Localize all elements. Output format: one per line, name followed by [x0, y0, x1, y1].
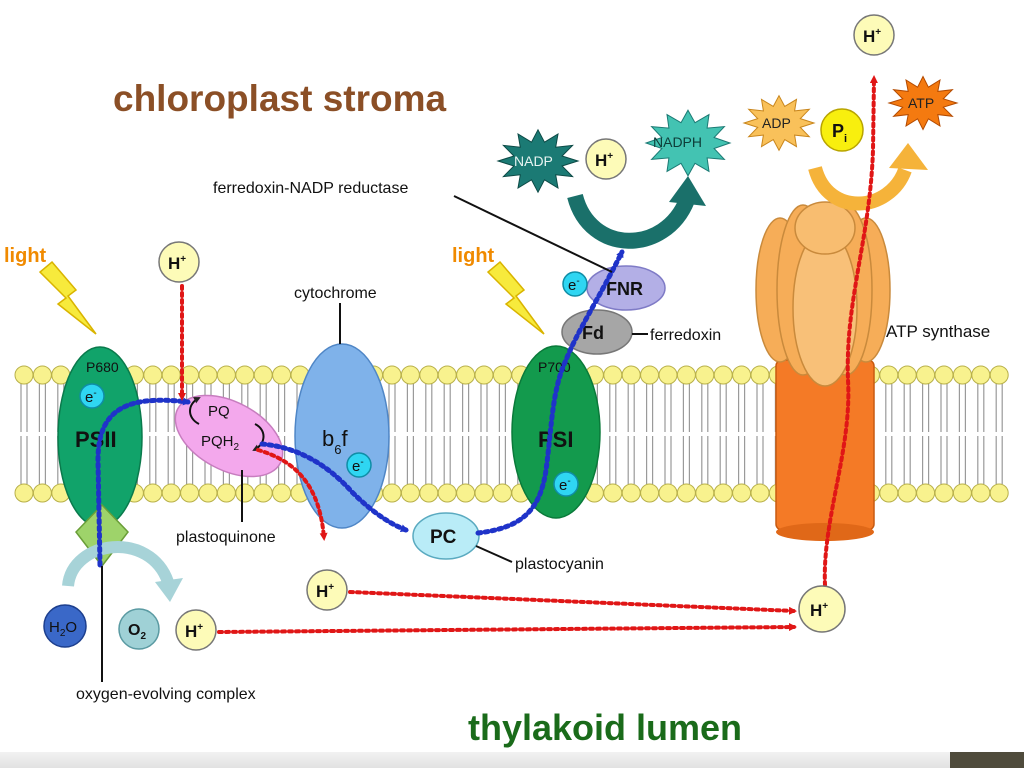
atp-synthase — [755, 201, 891, 541]
svg-text:H2O: H2O — [49, 619, 77, 639]
fnr-label: FNR — [606, 279, 643, 299]
svg-text:e-: e- — [559, 476, 571, 494]
svg-text:e-: e- — [568, 276, 580, 294]
svg-text:e-: e- — [85, 388, 97, 406]
proton-path-b6f-to-synthase — [348, 590, 797, 615]
electron-path-pc-to-fnr — [475, 249, 625, 536]
plastoquinone-pool — [174, 394, 284, 478]
proton-marker: H+ — [306, 569, 348, 611]
plastocyanin-label: plastocyanin — [515, 556, 604, 573]
atp-star-icon: ATP — [887, 75, 959, 131]
fd-label: Fd — [582, 323, 604, 343]
light-label-left: light — [4, 245, 47, 267]
electron-marker: e- — [346, 452, 372, 478]
plastocyanin — [412, 512, 480, 560]
water-molecule: H2O — [43, 604, 87, 648]
ferredoxin — [561, 309, 633, 355]
pqh2-cycle-arrow-icon — [252, 423, 265, 451]
slide-footer-corner — [950, 752, 1024, 768]
oxygen-molecule: O2 — [118, 608, 160, 650]
atp-synthase-base — [776, 523, 874, 541]
svg-text:H+: H+ — [810, 601, 828, 620]
electron-path-pq-to-pc — [259, 441, 409, 533]
atp-formation-arrow — [808, 165, 912, 211]
fnr-leader-line — [453, 195, 613, 273]
proton-marker: H+ — [798, 585, 846, 633]
slide-footer-bar — [0, 752, 950, 768]
nadph-label: NADPH — [653, 134, 702, 150]
lightning-bolt-icon-left — [38, 260, 97, 335]
fnr-full-label: ferredoxin-NADP reductase — [213, 180, 408, 197]
electron-marker: e- — [562, 271, 588, 297]
pqh2-label: PQH2 — [201, 433, 240, 453]
svg-text:O2: O2 — [128, 622, 146, 642]
proton-marker: H+ — [175, 609, 217, 651]
proton-path-oec-to-synthase — [217, 623, 797, 634]
proton-marker: H+ — [585, 138, 627, 180]
leader-lines — [101, 195, 648, 682]
water-splitting-arrow-head — [155, 578, 183, 602]
electron-path-psii-to-pq — [95, 397, 191, 568]
adp-label: ADP — [762, 115, 791, 131]
pq-label: PQ — [208, 403, 230, 420]
phosphate-marker: Pi — [820, 108, 864, 152]
plastocyanin-leader-line — [475, 545, 513, 563]
proton-path-through-synthase — [822, 75, 878, 587]
pc-label: PC — [430, 527, 457, 548]
cytochrome-b6f — [294, 343, 390, 529]
lightning-bolt-icon-right — [486, 260, 545, 335]
svg-text:H+: H+ — [316, 582, 334, 601]
svg-text:H+: H+ — [595, 151, 613, 170]
b6f-label: b6f — [322, 426, 348, 457]
electron-marker: e- — [79, 383, 105, 409]
plastoquinone-label: plastoquinone — [176, 529, 276, 546]
proton-paths — [178, 75, 878, 634]
water-splitting-arrow — [62, 541, 174, 588]
svg-text:Pi: Pi — [832, 121, 847, 145]
ferredoxin-label: ferredoxin — [650, 327, 721, 344]
psi-label: PSI — [538, 427, 573, 452]
psii-label: PSII — [75, 427, 117, 452]
light-label-right: light — [452, 245, 495, 267]
svg-text:H+: H+ — [863, 27, 881, 46]
proton-path-pq-to-lumen — [256, 448, 328, 541]
atp-formation-arrow-head — [889, 143, 928, 170]
atp-synthase-cap — [794, 201, 856, 255]
stroma-label: chloroplast stroma — [113, 78, 446, 119]
atp-synthase-label: ATP synthase — [886, 322, 990, 341]
nadp-reduction-arrow-head — [669, 176, 706, 206]
pq-cycle-arrow-icon — [189, 397, 201, 425]
adp-star-icon: ADP — [742, 94, 816, 152]
atp-label: ATP — [908, 95, 934, 111]
nadp-reduction-arrow — [567, 193, 695, 249]
photosystem-i — [511, 345, 601, 519]
nadp-star-icon: NADP — [496, 128, 580, 194]
cytochrome-label: cytochrome — [294, 285, 377, 302]
nadp-label: NADP — [514, 153, 553, 169]
svg-text:H+: H+ — [185, 622, 203, 641]
nadph-star-icon: NADPH — [644, 109, 732, 177]
electron-marker: e- — [553, 471, 579, 497]
proton-marker: H+ — [853, 14, 895, 56]
svg-text:e-: e- — [352, 457, 364, 475]
proton-marker: H+ — [158, 241, 200, 283]
p680-label: P680 — [86, 359, 119, 375]
oec-label: oxygen-evolving complex — [76, 686, 256, 703]
svg-text:H+: H+ — [168, 254, 186, 273]
electron-transport-path — [95, 249, 625, 568]
lumen-label: thylakoid lumen — [468, 707, 742, 748]
